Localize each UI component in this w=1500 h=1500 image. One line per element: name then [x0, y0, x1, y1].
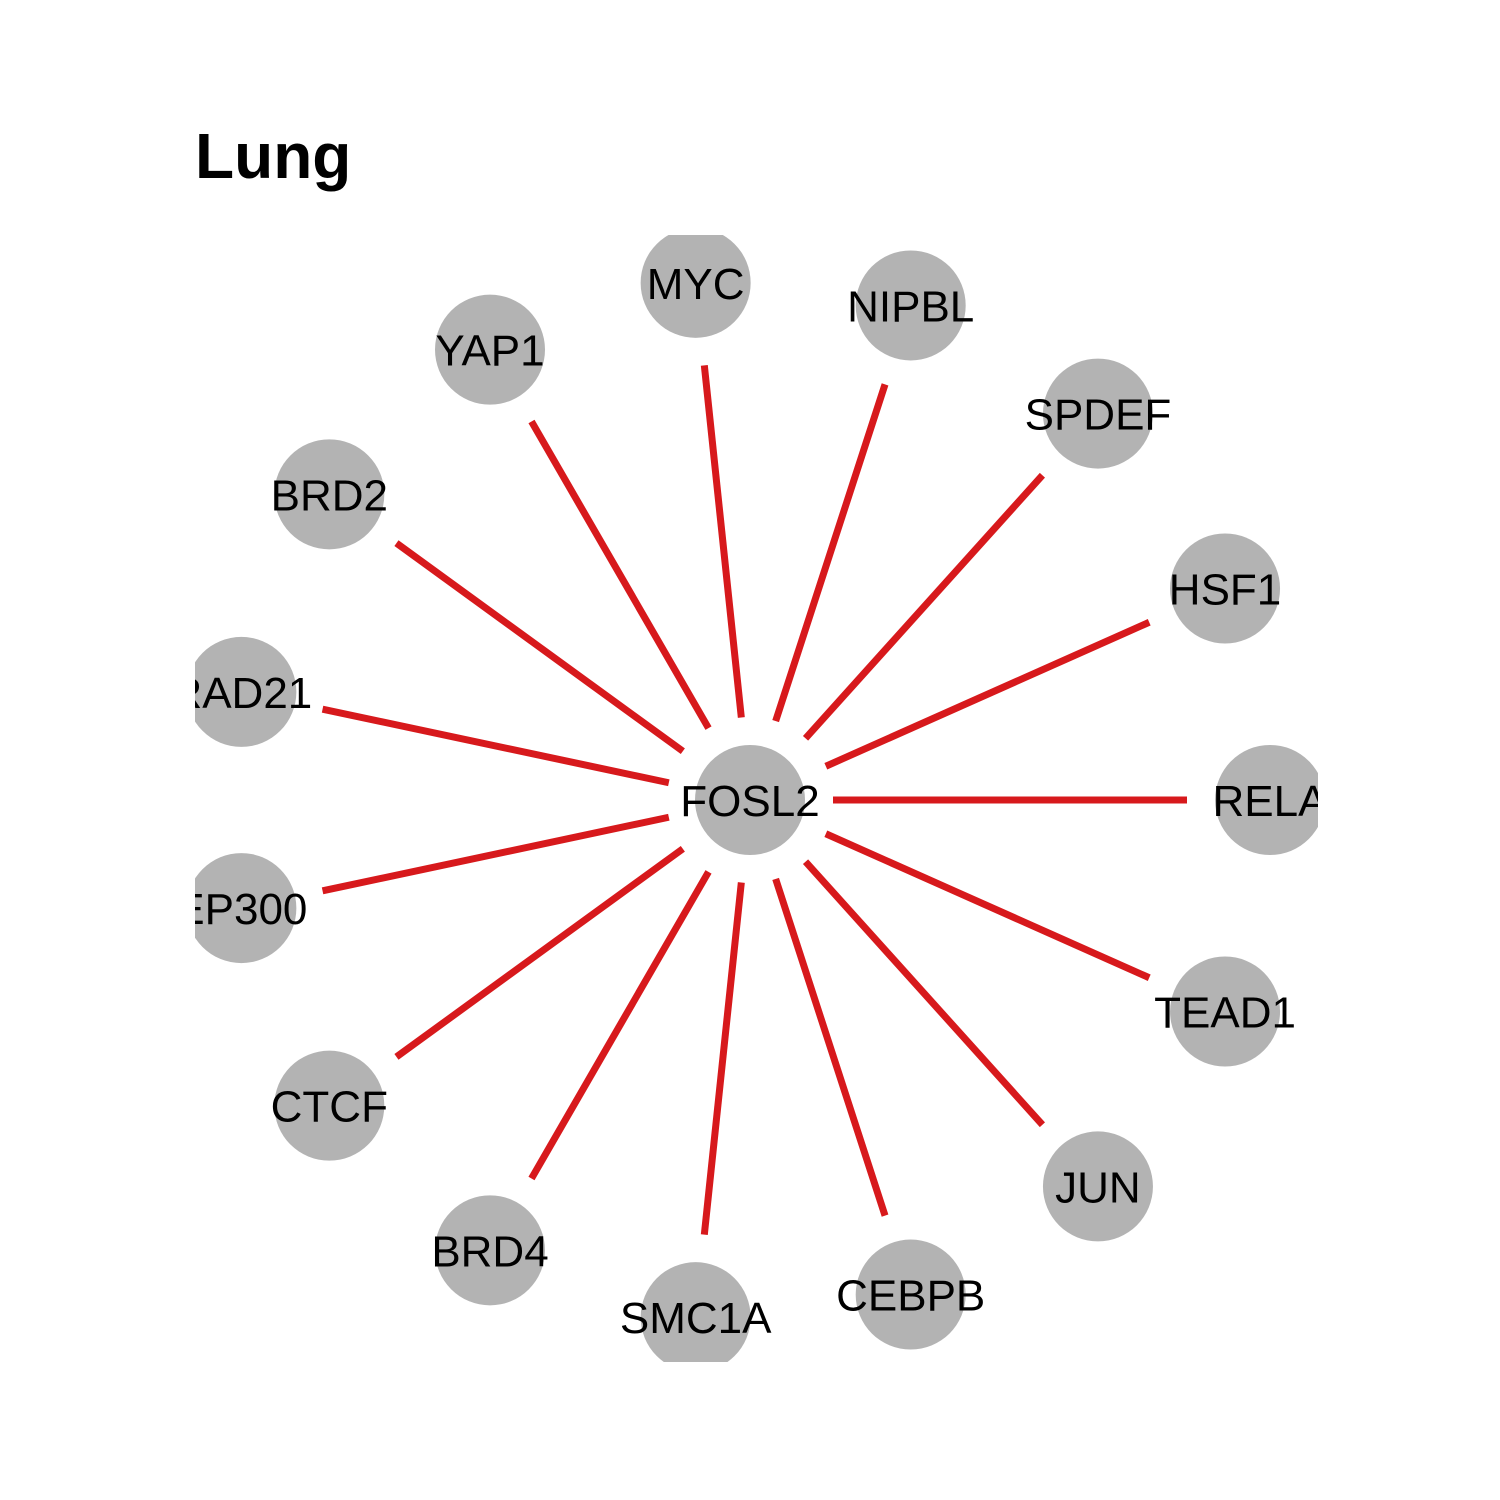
node-circle — [195, 853, 297, 964]
node-spdef: SPDEF — [1025, 358, 1172, 469]
edge-fosl2-myc — [700, 365, 745, 718]
edge-fosl2-spdef — [802, 472, 1046, 741]
node-jun: JUN — [1042, 1131, 1153, 1242]
node-label: NIPBL — [847, 282, 974, 331]
node-circle — [435, 294, 545, 405]
node-label: RELA — [1213, 777, 1329, 826]
node-circle — [274, 1050, 385, 1161]
node-center-fosl2: FOSL2 — [680, 745, 820, 855]
node-yap1: YAP1 — [435, 294, 545, 405]
node-circle — [695, 745, 805, 855]
node-circle — [640, 1262, 751, 1362]
node-label: RAD21 — [170, 669, 312, 718]
node-smc1a: SMC1A — [620, 1262, 772, 1362]
node-cebpb: CEBPB — [836, 1239, 985, 1350]
node-label: EP300 — [175, 885, 307, 934]
node-brd2: BRD2 — [271, 439, 388, 550]
node-label: CTCF — [271, 1083, 388, 1132]
edge-fosl2-nipbl — [772, 383, 889, 723]
edge-fosl2-hsf1 — [824, 619, 1151, 770]
node-label: JUN — [1055, 1163, 1141, 1212]
node-label: TEAD1 — [1154, 989, 1296, 1038]
node-myc: MYC — [640, 235, 751, 338]
node-label: FOSL2 — [680, 777, 819, 826]
edge-fosl2-jun — [802, 859, 1046, 1128]
edge-fosl2-tead1 — [824, 830, 1151, 981]
node-rela: RELA — [1213, 745, 1329, 855]
edges — [321, 365, 1187, 1235]
edge-fosl2-brd4 — [528, 870, 712, 1181]
edge-fosl2-ep300 — [321, 813, 670, 895]
node-circle — [1170, 956, 1281, 1067]
edge-fosl2-smc1a — [700, 882, 745, 1235]
edge-fosl2-rad21 — [321, 705, 670, 787]
edge-fosl2-ctcf — [394, 845, 685, 1060]
node-label: HSF1 — [1169, 565, 1281, 614]
node-brd4: BRD4 — [431, 1195, 549, 1306]
node-ep300: EP300 — [175, 853, 307, 964]
node-label: BRD2 — [271, 471, 388, 520]
node-tead1: TEAD1 — [1154, 956, 1296, 1067]
node-hsf1: HSF1 — [1169, 533, 1281, 644]
node-circle — [1042, 1131, 1153, 1242]
node-label: BRD4 — [431, 1227, 548, 1276]
node-circle — [1215, 745, 1318, 855]
edge-fosl2-yap1 — [528, 419, 712, 730]
node-nipbl: NIPBL — [847, 250, 974, 361]
diagram-title: Lung — [195, 120, 351, 192]
node-circle — [435, 1195, 545, 1306]
node-circle — [640, 235, 751, 338]
node-ctcf: CTCF — [271, 1050, 388, 1161]
node-label: MYC — [647, 260, 745, 309]
edge-fosl2-cebpb — [772, 877, 889, 1217]
node-circle — [1042, 358, 1153, 469]
node-circle — [274, 439, 385, 550]
node-label: CEBPB — [836, 1272, 985, 1321]
node-rad21: RAD21 — [170, 636, 312, 747]
node-label: YAP1 — [435, 327, 544, 376]
node-circle — [855, 1239, 966, 1350]
node-circle — [1170, 533, 1281, 644]
node-circle — [195, 636, 297, 747]
node-circle — [855, 250, 966, 361]
node-label: SMC1A — [620, 1294, 772, 1343]
edge-fosl2-brd2 — [394, 540, 685, 755]
node-label: SPDEF — [1025, 391, 1172, 440]
